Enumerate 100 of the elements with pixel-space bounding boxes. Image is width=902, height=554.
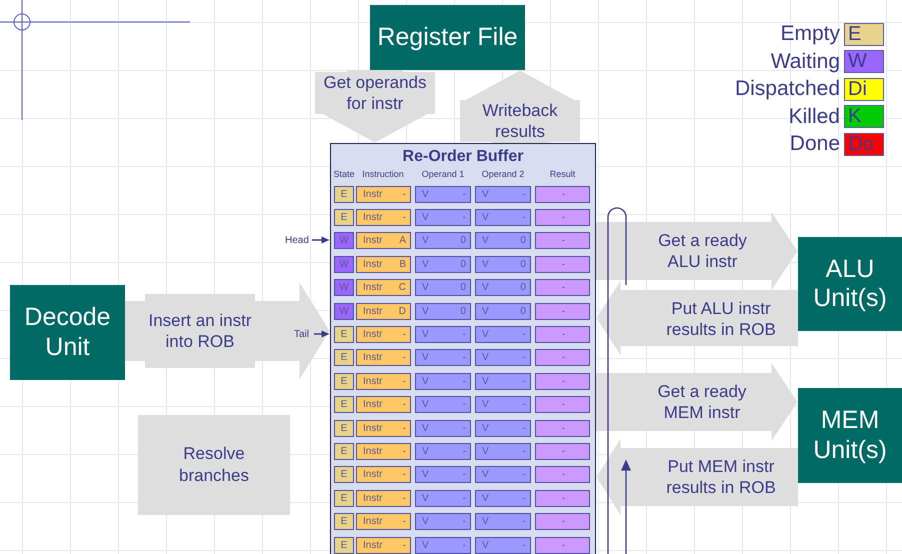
result-cell: - <box>535 302 590 320</box>
operand-cell: V - <box>415 442 471 460</box>
operand-cell: V - <box>475 513 531 530</box>
state-cell: W <box>334 302 354 320</box>
legend-label: Empty <box>780 22 840 46</box>
edge-label: Get operands for instr <box>315 72 435 114</box>
pointer-label: Tail <box>294 327 314 341</box>
result-cell: - <box>535 256 590 273</box>
legend-swatch: K <box>844 105 884 128</box>
instruction-cell: Instr - <box>356 349 411 366</box>
result-cell: - <box>535 442 590 460</box>
operand-cell: V - <box>475 490 531 507</box>
operand-cell: V - <box>415 372 471 390</box>
instruction-cell: Instr C <box>356 279 411 296</box>
operand-cell: V - <box>475 466 531 484</box>
block-arrow <box>465 70 575 143</box>
operand-cell: V 0 <box>415 302 471 320</box>
edge-label: Writeback results <box>460 100 580 142</box>
state-cell: E <box>334 372 354 390</box>
legend-label: Waiting <box>770 50 840 74</box>
state-cell: E <box>334 490 354 507</box>
operand-cell: V - <box>415 326 471 343</box>
result-cell: - <box>535 208 590 226</box>
decode-unit-box: Decode Unit <box>10 285 125 380</box>
instruction-cell: Instr - <box>356 326 411 343</box>
operand-cell: V - <box>475 442 531 460</box>
state-cell: W <box>334 256 354 273</box>
column-header: State <box>332 169 356 179</box>
operand-cell: V 0 <box>415 256 471 273</box>
result-cell: - <box>535 420 590 436</box>
operand-cell: V 0 <box>415 279 471 296</box>
result-cell: - <box>535 349 590 366</box>
register-file-box: Register File <box>370 5 525 70</box>
block-arrow <box>596 281 798 355</box>
edge-label: Insert an instr into ROB <box>145 294 255 368</box>
state-cell: E <box>334 536 354 554</box>
instruction-cell: Instr - <box>356 396 411 414</box>
operand-cell: V - <box>415 186 471 202</box>
instruction-cell: Instr - <box>356 208 411 226</box>
instruction-cell: Instr - <box>356 420 411 436</box>
state-cell: W <box>334 279 354 296</box>
arrow <box>312 236 330 244</box>
operand-cell: V - <box>415 396 471 414</box>
operand-cell: V - <box>475 208 531 226</box>
block-arrow <box>596 212 798 290</box>
result-cell: - <box>535 466 590 484</box>
operand-cell: V - <box>415 466 471 484</box>
legend-swatch: E <box>844 22 884 46</box>
result-cell: - <box>535 396 590 414</box>
instruction-cell: Instr - <box>356 372 411 390</box>
column-header: Result <box>548 169 576 179</box>
result-cell: - <box>535 536 590 554</box>
operand-cell: V 0 <box>475 232 531 250</box>
panel-title: Re-Order Buffer <box>402 148 524 166</box>
operand-cell: V - <box>475 326 531 343</box>
operand-cell: V - <box>475 186 531 202</box>
operand-cell: V - <box>415 208 471 226</box>
instruction-cell: Instr - <box>356 513 411 530</box>
alu-unit-box: ALU Unit(s) <box>798 237 902 331</box>
process-box: Resolve branches <box>138 415 290 515</box>
state-cell: E <box>334 442 354 460</box>
operand-cell: V - <box>415 349 471 366</box>
state-cell: E <box>334 513 354 530</box>
state-cell: E <box>334 326 354 343</box>
block-arrow <box>596 363 798 441</box>
legend-label: Done <box>790 132 840 156</box>
instruction-cell: Instr D <box>356 302 411 320</box>
state-cell: E <box>334 396 354 414</box>
pointer-label: Head <box>285 233 312 247</box>
operand-cell: V - <box>475 396 531 414</box>
result-cell: - <box>535 326 590 343</box>
result-cell: - <box>535 372 590 390</box>
operand-cell: V - <box>415 490 471 507</box>
state-cell: W <box>334 232 354 250</box>
state-cell: E <box>334 420 354 436</box>
operand-cell: V - <box>475 349 531 366</box>
instruction-cell: Instr B <box>356 256 411 273</box>
column-header: Instruction <box>361 169 405 179</box>
state-cell: E <box>334 466 354 484</box>
column-header: Operand 1 <box>420 169 466 179</box>
legend-swatch: W <box>844 50 884 74</box>
result-cell: - <box>535 279 590 296</box>
legend-label: Killed <box>788 104 840 129</box>
instruction-cell: Instr - <box>356 442 411 460</box>
reorder-buffer-panel <box>330 143 596 554</box>
operand-cell: V - <box>415 536 471 554</box>
result-cell: - <box>535 186 590 202</box>
operand-cell: V 0 <box>475 302 531 320</box>
instruction-cell: Instr - <box>356 490 411 507</box>
state-cell: E <box>334 349 354 366</box>
state-cell: E <box>334 186 354 202</box>
result-cell: - <box>535 513 590 530</box>
operand-cell: V - <box>415 420 471 436</box>
column-header: Operand 2 <box>480 169 526 179</box>
legend-swatch: Do <box>844 132 884 156</box>
result-cell: - <box>535 232 590 250</box>
instruction-cell: Instr - <box>356 536 411 554</box>
operand-cell: V 0 <box>415 232 471 250</box>
operand-cell: V - <box>475 372 531 390</box>
operand-cell: V - <box>415 513 471 530</box>
